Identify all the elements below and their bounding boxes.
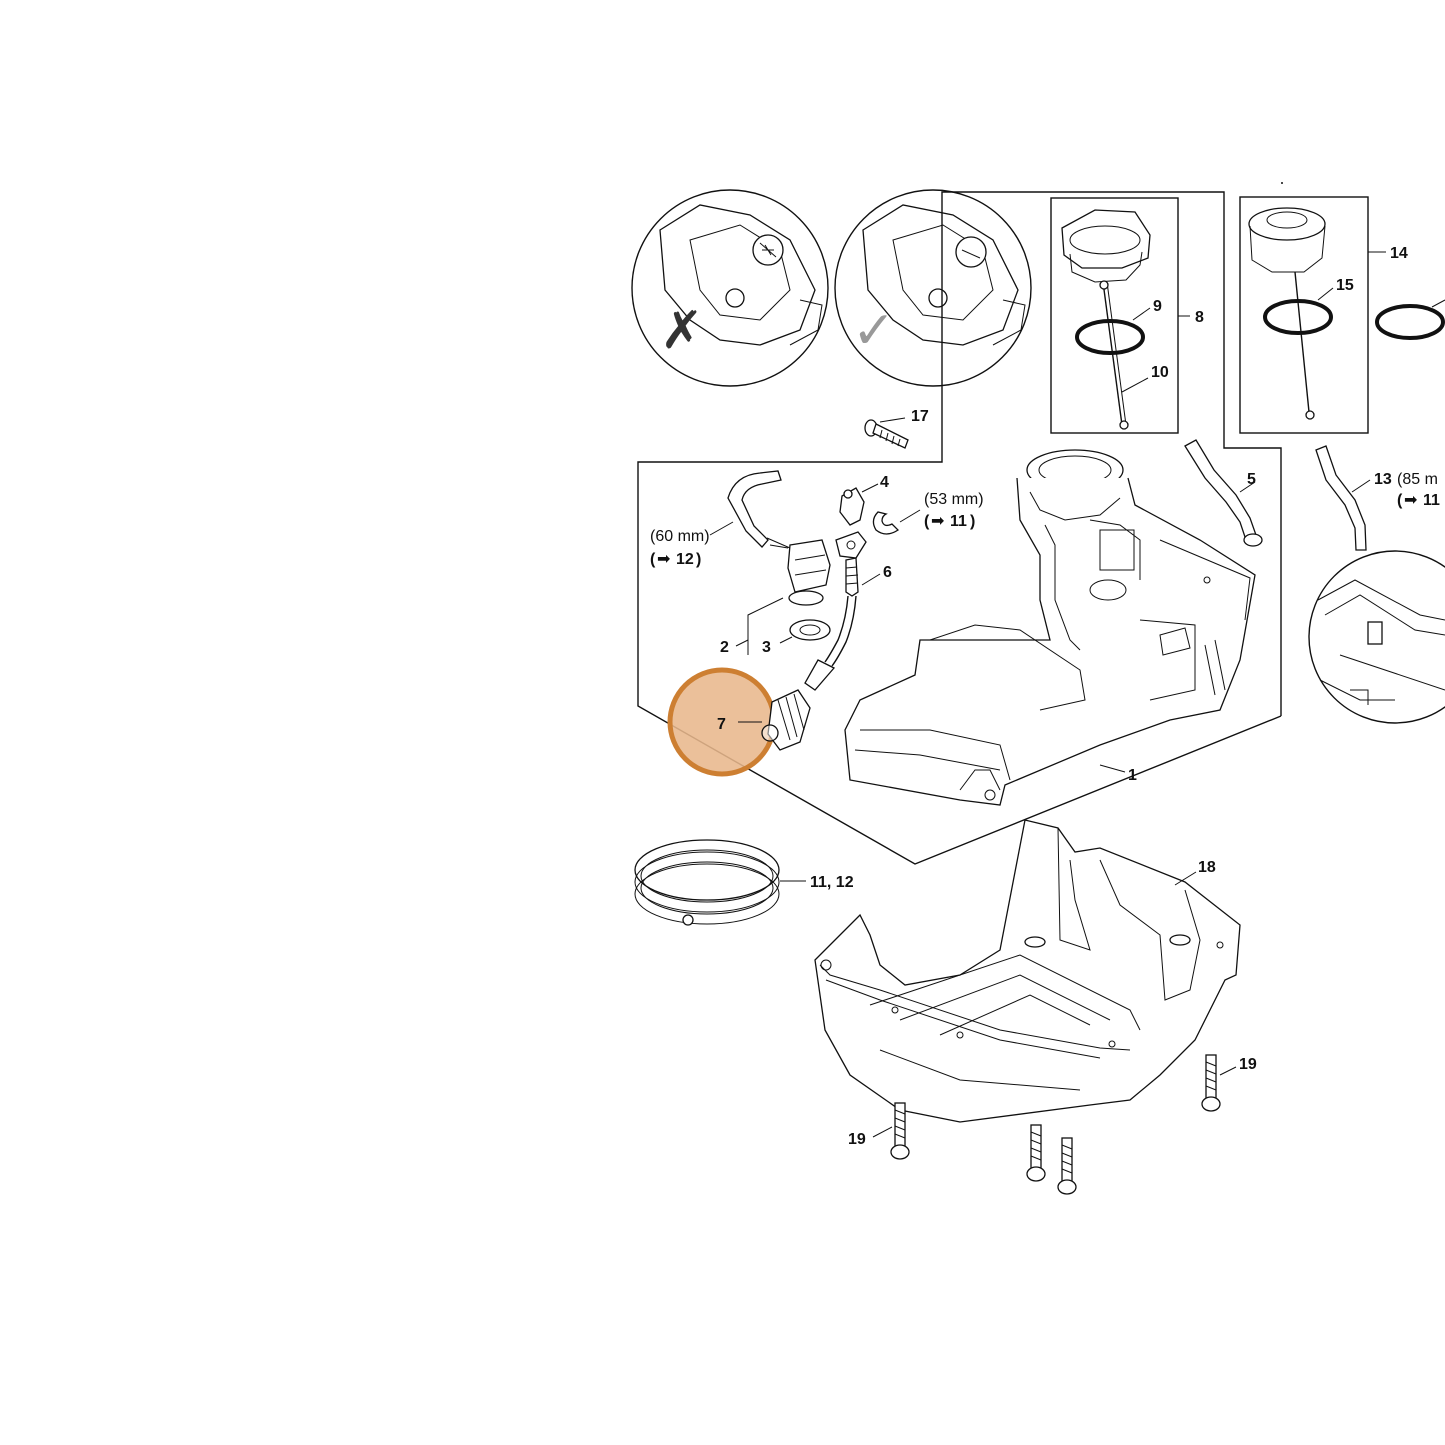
length-note-60: (60 mm): [650, 528, 710, 545]
callout-10: 10: [1151, 364, 1169, 381]
valve-2: 2: [720, 539, 831, 656]
callout-3: 3: [762, 639, 771, 656]
cross-mark-icon: ✗: [660, 301, 704, 361]
length-note-53: (53 mm): [924, 491, 984, 508]
hose-coil-11-12: 11, 12: [634, 839, 854, 926]
callout-2: 2: [720, 639, 729, 656]
callout-11-12: 11, 12: [810, 874, 854, 891]
callout-9: 9: [1153, 298, 1162, 315]
svg-text:(: (: [924, 513, 930, 530]
assembly-outline: [637, 432, 1282, 865]
length-note-85: (85 m: [1397, 471, 1438, 488]
cap-assembly-8: 8 9 10: [941, 191, 1282, 716]
fitting-4: 4 (53 mm) ( ➡ 11 ): [839, 474, 984, 535]
callout-8: 8: [1195, 309, 1204, 326]
wrong-orientation-detail: ✗: [631, 189, 829, 387]
check-mark-icon: ✓: [852, 301, 896, 361]
callout-13: 13: [1374, 471, 1392, 488]
callout-6: 6: [883, 564, 892, 581]
callout-17: 17: [911, 408, 929, 425]
arrow-right-icon: ➡: [931, 511, 944, 530]
ref-note-12: 12: [676, 551, 694, 568]
screw-17: 17: [864, 408, 929, 449]
callout-4: 4: [880, 474, 889, 491]
callout-14: 14: [1390, 245, 1408, 262]
hose-60mm: (60 mm) ( ➡ 12 ): [650, 470, 791, 568]
fuel-tank-1: 1: [844, 449, 1256, 806]
callout-7: 7: [717, 716, 726, 733]
callout-19-a: 19: [848, 1131, 866, 1148]
hose-5: 5: [1184, 439, 1263, 547]
ref-note-11: 11: [950, 513, 967, 530]
detail-circle-right: [1308, 550, 1445, 724]
screw-19-mid2: [1057, 1137, 1077, 1195]
grommet-3: 3: [762, 619, 831, 656]
hose-13: 13 (85 m ( ➡ 11: [1315, 445, 1440, 551]
screw-19-left: 19: [848, 1102, 910, 1160]
svg-text:(: (: [650, 551, 656, 568]
callout-18: 18: [1198, 859, 1216, 876]
fuel-hose-6: 6: [804, 531, 892, 691]
svg-text:): ): [970, 513, 975, 530]
svg-text:): ): [696, 551, 701, 568]
callout-15: 15: [1336, 277, 1354, 294]
screw-19-right: 19: [1201, 1054, 1257, 1112]
ref-note-11b: 11: [1423, 492, 1440, 509]
callout-5: 5: [1247, 471, 1256, 488]
svg-text:(: (: [1397, 492, 1403, 509]
screw-19-mid1: [1026, 1124, 1046, 1182]
arrow-right-icon: ➡: [657, 549, 670, 568]
cap-assembly-14: 14 15: [1239, 196, 1445, 434]
callout-1: 1: [1128, 767, 1137, 784]
callout-19-b: 19: [1239, 1056, 1257, 1073]
housing-18: 18: [814, 819, 1241, 1123]
arrow-right-icon: ➡: [1404, 490, 1417, 509]
fuel-filter-7: 7: [667, 667, 811, 777]
correct-orientation-detail: ✓: [834, 189, 1032, 387]
